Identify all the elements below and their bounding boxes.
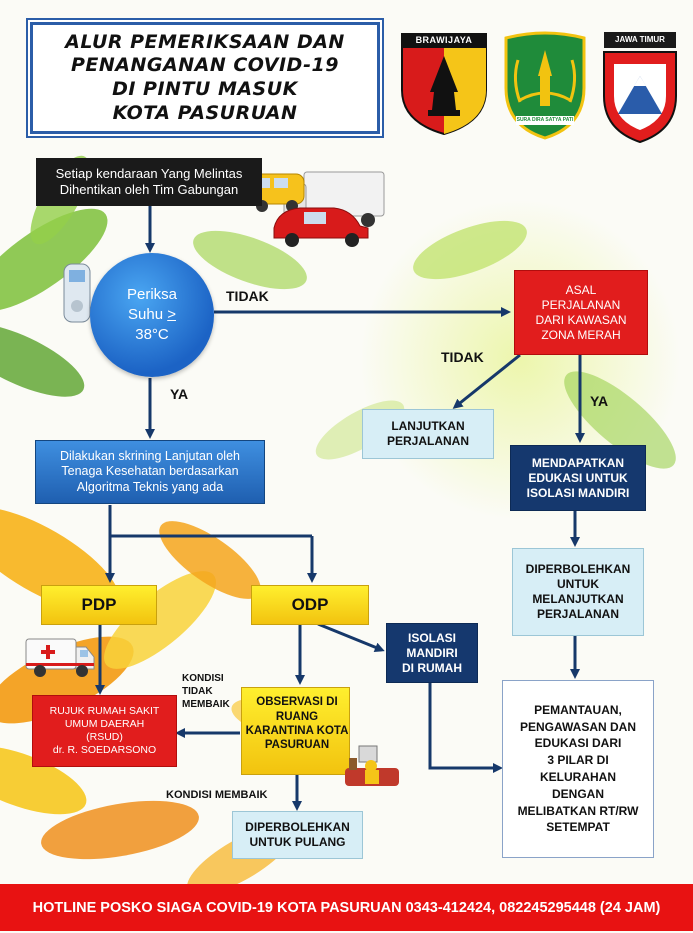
jatim-logo-text: JAWA TIMUR	[615, 35, 665, 44]
pdp-box: PDP	[41, 585, 157, 625]
jatim-police-logo	[603, 32, 677, 144]
label-kondisi-tidak-membaik: KONDISI TIDAK MEMBAIK	[182, 673, 230, 710]
check-line-2-prefix: Suhu	[128, 305, 168, 323]
label-tidak-asal: TIDAK	[441, 349, 484, 365]
title-line-4: KOTA PASURUAN	[112, 101, 298, 124]
title-line-1: ALUR PEMERIKSAAN DAN	[65, 30, 345, 53]
check-line-1: Periksa	[126, 285, 178, 303]
observasi-text: OBSERVASI DI RUANG KARANTINA KOTA PASURU…	[245, 696, 349, 752]
isolasi-mandiri-box: ISOLASI MANDIRI DI RUMAH	[386, 623, 478, 683]
label-kondisi-membaik: KONDISI MEMBAIK	[166, 789, 268, 801]
screening-box: Dilakukan skrining Lanjutan oleh Tenaga …	[35, 440, 265, 504]
diperbolehkan-pulang-box: DIPERBOLEHKAN UNTUK PULANG	[232, 811, 363, 859]
greater-equal-symbol: >	[167, 305, 176, 323]
edukasi-isolasi-box: MENDAPATKAN EDUKASI UNTUK ISOLASI MANDIR…	[510, 445, 646, 511]
arrow-odp-to-isolasi	[317, 622, 385, 652]
label-ya-check: YA	[170, 386, 189, 402]
hotline-banner: HOTLINE POSKO SIAGA COVID-19 KOTA PASURU…	[0, 884, 693, 931]
label-ya-asal: YA	[590, 393, 609, 409]
check-line-2: Suhu >	[128, 305, 176, 325]
diperbolehkan-melanjutkan-box: DIPERBOLEHKAN UNTUK MELANJUTKAN PERJALAN…	[512, 548, 644, 636]
line-screening-split	[108, 505, 312, 538]
pasuruan-logo	[504, 31, 586, 140]
arrow-asal-to-lanjutkan	[452, 353, 521, 409]
pasuruan-motto: SURA DIRA SATYA PATI	[516, 117, 574, 123]
odp-box: ODP	[251, 585, 369, 625]
asal-perjalanan-box: ASAL PERJALANAN DARI KAWASAN ZONA MERAH	[514, 270, 648, 355]
pemantauan-box: PEMANTAUAN, PENGAWASAN DAN EDUKASI DARI …	[502, 680, 654, 858]
rsud-box: RUJUK RUMAH SAKIT UMUM DAERAH (RSUD) dr.…	[32, 695, 177, 767]
check-line-3: 38°C	[135, 326, 169, 344]
temperature-check-circle: Periksa Suhu > 38°C	[90, 253, 214, 377]
brawijaya-logo-text: BRAWIJAYA	[415, 35, 473, 45]
title-line-3: DI PINTU MASUK	[112, 78, 298, 100]
observasi-karantina-box	[241, 687, 350, 775]
arrow-isolasi-to-pemantauan	[428, 682, 503, 773]
lanjutkan-perjalanan-box: LANJUTKAN PERJALANAN	[362, 409, 494, 459]
ambulance-icon	[25, 638, 95, 677]
start-box: Setiap kendaraan Yang Melintas Dihentika…	[36, 158, 262, 206]
brawijaya-logo	[401, 33, 487, 136]
title-box: ALUR PEMERIKSAAN DAN PENANGANAN COVID-19…	[30, 22, 380, 134]
vehicles-illustration	[249, 171, 385, 247]
label-tidak-check: TIDAK	[226, 288, 269, 304]
thermometer-icon	[63, 263, 91, 323]
quarantine-room-illustration	[345, 745, 399, 786]
title-line-2: PENANGANAN COVID-19	[71, 54, 339, 77]
